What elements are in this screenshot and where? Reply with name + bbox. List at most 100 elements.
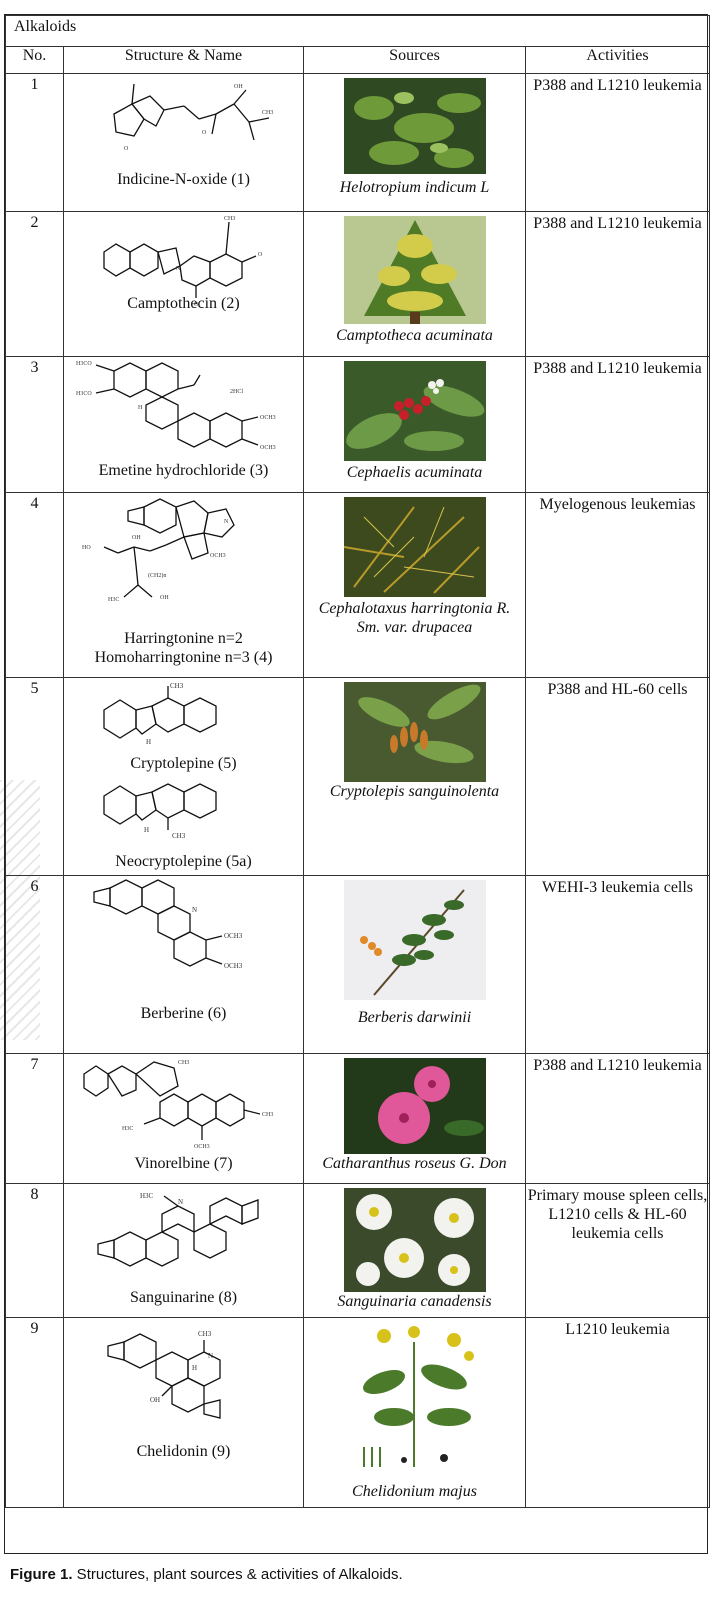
svg-text:O: O [202, 130, 207, 136]
compound-name: Cryptolepine (5) [130, 755, 237, 772]
table-row: 1 O O OH CH3 Indicine-N-oxide (1) [5, 73, 711, 212]
source-cell: Cephaelis acuminata [303, 356, 526, 493]
svg-text:N: N [178, 1198, 183, 1206]
indicine-n-oxide-structure: O O OH CH3 [112, 83, 273, 152]
activity-cell: P388 and HL-60 cells [524, 677, 711, 876]
compound-name: Berberine (6) [140, 1005, 227, 1022]
svg-text:CH3: CH3 [224, 216, 235, 222]
species-name: Cryptolepis sanguinolenta [329, 783, 500, 800]
table-title: Alkaloids [4, 15, 711, 47]
row-number: 1 [5, 73, 64, 212]
row-number: 8 [5, 1183, 64, 1318]
svg-text:CH3: CH3 [198, 1330, 212, 1338]
svg-text:H3C: H3C [108, 597, 119, 603]
compound-name: Harringtonine n=2 [124, 630, 243, 647]
svg-text:O: O [258, 252, 263, 258]
structure-cell: H3C N Sanguinarine (8) [63, 1183, 304, 1318]
plant-photo-cryptolepis [343, 682, 486, 782]
species-name: Berberis darwinii [357, 1009, 472, 1026]
svg-text:H: H [146, 738, 151, 746]
activity-cell: L1210 leukemia [524, 1317, 711, 1508]
species-name: Cephaelis acuminata [346, 464, 483, 481]
table-row: 8 H3C N Sanguinarine (8) [5, 1183, 711, 1318]
source-cell: Helotropium indicum L [303, 73, 526, 212]
activity-cell: P388 and L1210 leukemia [524, 356, 711, 493]
compound-name: Vinorelbine (7) [134, 1155, 233, 1172]
svg-text:H3C: H3C [122, 1126, 133, 1132]
svg-text:CH3: CH3 [170, 682, 184, 690]
column-header-structure: Structure & Name [63, 46, 304, 74]
svg-text:N: N [208, 1352, 213, 1360]
svg-text:N: N [176, 266, 181, 272]
column-header-no: No. [5, 46, 64, 74]
plant-photo-heliotropium [343, 78, 486, 174]
activity-cell: P388 and L1210 leukemia [524, 1053, 711, 1184]
activity-cell: Myelogenous leukemias [524, 492, 711, 678]
svg-text:N: N [224, 519, 229, 525]
alkaloids-table-frame: Alkaloids No. Structure & Name Sources A… [4, 14, 711, 1554]
compound-name: Indicine-N-oxide (1) [117, 171, 250, 188]
svg-text:OH: OH [234, 84, 243, 90]
source-cell: Camptotheca acuminata [303, 211, 526, 357]
source-cell: Berberis darwinii [303, 875, 526, 1054]
svg-text:(CH2)n: (CH2)n [148, 572, 166, 579]
activity-cell: Primary mouse spleen cells, L1210 cells … [524, 1183, 711, 1318]
svg-text:O: O [124, 146, 129, 152]
svg-text:OH: OH [132, 535, 141, 541]
svg-text:O: O [194, 302, 199, 308]
svg-text:OCH3: OCH3 [224, 932, 243, 940]
svg-text:OCH3: OCH3 [210, 553, 226, 559]
activity-cell: P388 and L1210 leukemia [524, 211, 711, 357]
plant-photo-chelidonium [343, 1322, 486, 1472]
svg-text:CH3: CH3 [178, 1060, 189, 1066]
sanguinarine-structure: H3C N [96, 1192, 259, 1267]
plant-photo-camptotheca [343, 216, 486, 324]
svg-text:CH3: CH3 [262, 1112, 273, 1118]
row-number: 6 [5, 875, 64, 1054]
svg-text:N: N [192, 906, 197, 914]
plant-photo-berberis [343, 880, 486, 1000]
compound-name: Chelidonin (9) [136, 1443, 231, 1460]
compound-name: Sanguinarine (8) [129, 1289, 238, 1306]
plant-photo-cephaelis [343, 361, 486, 461]
svg-text:HO: HO [82, 545, 91, 551]
activity-cell: P388 and L1210 leukemia [524, 73, 711, 212]
caption-label: Figure 1. [10, 1566, 73, 1583]
species-name: Helotropium indicum L [339, 179, 490, 196]
svg-text:OCH3: OCH3 [194, 1144, 210, 1150]
compound-name: Emetine hydrochloride (3) [98, 462, 269, 479]
svg-text:CH3: CH3 [262, 110, 273, 116]
row-number: 3 [5, 356, 64, 493]
source-cell: Sanguinaria canadensis [303, 1183, 526, 1318]
compound-name-2: Homoharringtonine n=3 (4) [94, 649, 273, 666]
plant-photo-catharanthus [343, 1058, 486, 1154]
row-number: 5 [5, 677, 64, 876]
svg-text:OCH3: OCH3 [260, 415, 276, 421]
species-name: Sanguinaria canadensis [337, 1293, 492, 1310]
species-name: Camptotheca acuminata [336, 327, 493, 344]
activity-cell: WEHI-3 leukemia cells [524, 875, 711, 1054]
svg-text:H3C: H3C [140, 1192, 154, 1200]
figure-caption: Figure 1. Structures, plant sources & ac… [10, 1566, 403, 1583]
row-number: 7 [5, 1053, 64, 1184]
source-cell: Cephalotaxus harringtonia R. Sm. var. dr… [303, 492, 526, 678]
svg-text:OCH3: OCH3 [224, 962, 243, 970]
compound-name: Camptothecin (2) [127, 295, 240, 312]
